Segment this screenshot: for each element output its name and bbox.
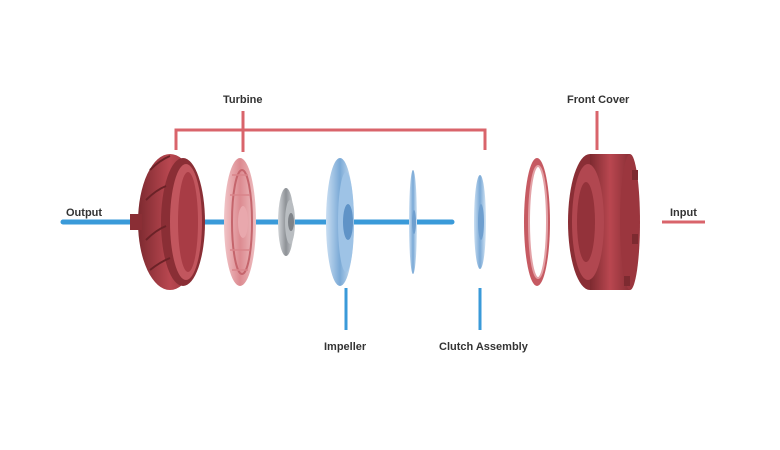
turbine-part (224, 158, 256, 286)
input-label: Input (670, 207, 697, 219)
impeller-label: Impeller (324, 341, 367, 353)
output-label: Output (66, 207, 103, 219)
stator-part (278, 188, 295, 256)
impeller-part (326, 158, 354, 286)
turbine-label: Turbine (223, 94, 263, 106)
front-cover-label: Front Cover (567, 94, 630, 106)
pressure-plate-part (409, 170, 417, 274)
clutch-assembly-part (474, 175, 486, 269)
rear-housing-part (130, 154, 205, 290)
clutch-assembly-label: Clutch Assembly (439, 341, 528, 353)
seal-ring-part (524, 158, 550, 286)
housing-bracket-line (174, 128, 487, 150)
front-cover-part (568, 154, 640, 290)
